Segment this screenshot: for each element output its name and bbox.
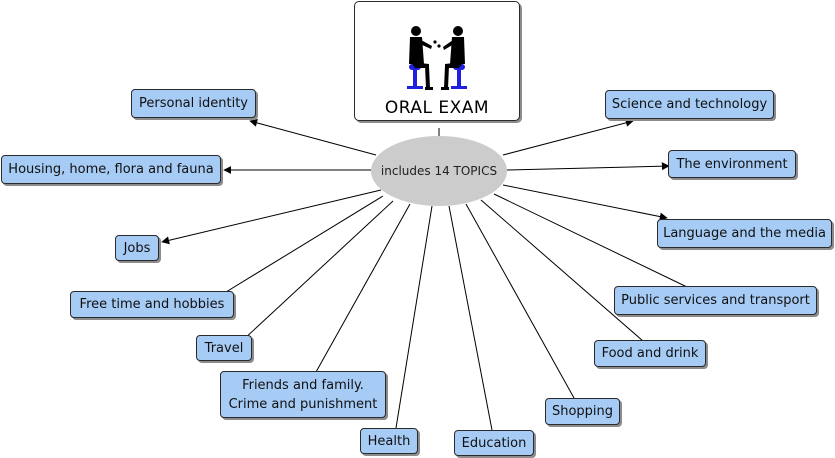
topic-friends-family-line1: Friends and family. [242,377,364,393]
topic-health[interactable]: Health [360,428,418,454]
link-education [448,205,493,431]
oral-exam-title-box: ORAL EXAM [354,1,520,121]
topic-friends-family[interactable]: Friends and family. Crime and punishment [220,371,386,418]
center-topic-count: includes 14 TOPICS [371,136,507,206]
link-food [480,199,644,342]
topic-public-services[interactable]: Public services and transport [614,286,817,315]
topic-personal-identity[interactable]: Personal identity [131,89,256,118]
topic-free-time[interactable]: Free time and hobbies [70,291,234,318]
topic-education[interactable]: Education [454,430,534,456]
topic-friends-family-line2: Crime and punishment [228,396,378,412]
two-people-talking-icon [407,26,467,90]
link-jobs [161,189,382,245]
link-travel [242,200,394,341]
topic-housing[interactable]: Housing, home, flora and fauna [1,155,221,184]
link-public-services [493,193,688,288]
link-environment [506,162,670,171]
topic-environment[interactable]: The environment [668,150,796,178]
link-shopping [465,203,575,399]
topic-food[interactable]: Food and drink [594,340,706,367]
link-free-time [225,195,384,293]
topic-shopping[interactable]: Shopping [545,398,620,425]
topic-jobs[interactable]: Jobs [115,235,159,261]
topic-travel[interactable]: Travel [196,335,252,361]
link-science [502,118,634,156]
link-personal-identity [249,119,377,156]
topic-language-media[interactable]: Language and the media [657,219,832,248]
oral-exam-title: ORAL EXAM [384,98,490,118]
topic-science[interactable]: Science and technology [605,90,774,119]
link-friends [315,203,411,373]
link-language [502,184,668,221]
link-health [395,205,433,429]
